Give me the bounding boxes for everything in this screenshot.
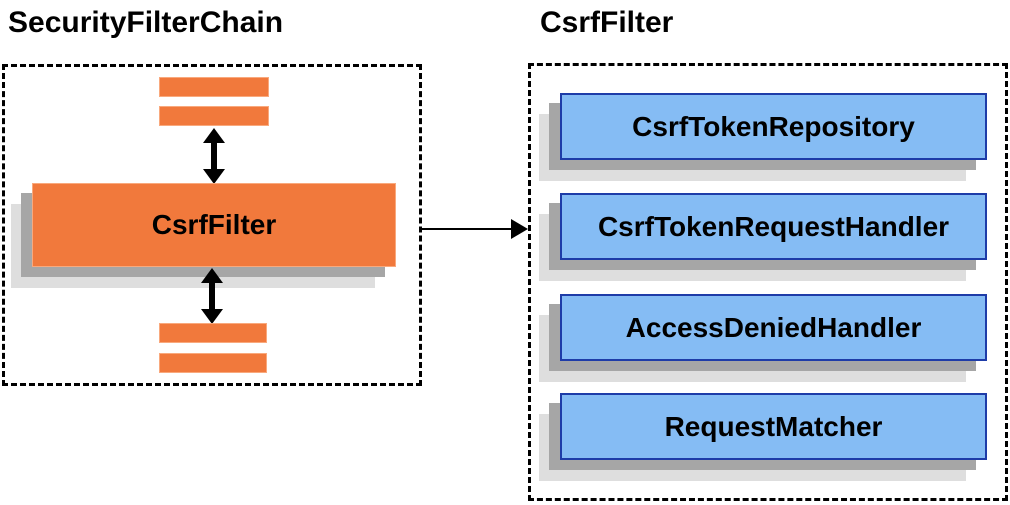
right-panel-title: CsrfFilter: [540, 6, 674, 39]
filter-bar-top-1: [159, 77, 269, 97]
arrowhead-down-icon: [201, 309, 223, 324]
arrowhead-up-icon: [201, 268, 223, 283]
arrowhead-up-icon: [203, 128, 225, 143]
bidirectional-arrow-bottom: [201, 268, 223, 324]
component-label: AccessDeniedHandler: [625, 311, 922, 343]
csrf-filter-node: CsrfFilter: [32, 183, 396, 267]
component-access-denied-handler: AccessDeniedHandler: [560, 294, 987, 361]
csrf-filter-container: CsrfTokenRepository CsrfTokenRequestHand…: [528, 63, 1008, 501]
component-csrf-token-request-handler: CsrfTokenRequestHandler: [560, 193, 987, 260]
component-request-matcher: RequestMatcher: [560, 393, 987, 460]
csrf-filter-node-label: CsrfFilter: [151, 209, 277, 240]
filter-bar-top-2: [159, 106, 269, 126]
bidirectional-arrow-top: [203, 128, 225, 184]
arrowhead-down-icon: [203, 169, 225, 184]
security-filter-chain-container: CsrfFilter: [2, 64, 422, 386]
arrow-shaft: [421, 227, 511, 230]
flow-arrow: [421, 218, 528, 239]
filter-bar-bottom-1: [159, 323, 267, 343]
component-label: CsrfTokenRepository: [632, 110, 915, 142]
arrow-shaft: [211, 143, 217, 169]
arrowhead-right-icon: [511, 218, 528, 239]
component-csrf-token-repository: CsrfTokenRepository: [560, 93, 987, 160]
arrow-shaft: [209, 283, 215, 309]
component-label: CsrfTokenRequestHandler: [597, 210, 950, 242]
left-panel-title: SecurityFilterChain: [8, 6, 284, 39]
filter-bar-bottom-2: [159, 353, 267, 373]
component-label: RequestMatcher: [664, 410, 883, 442]
